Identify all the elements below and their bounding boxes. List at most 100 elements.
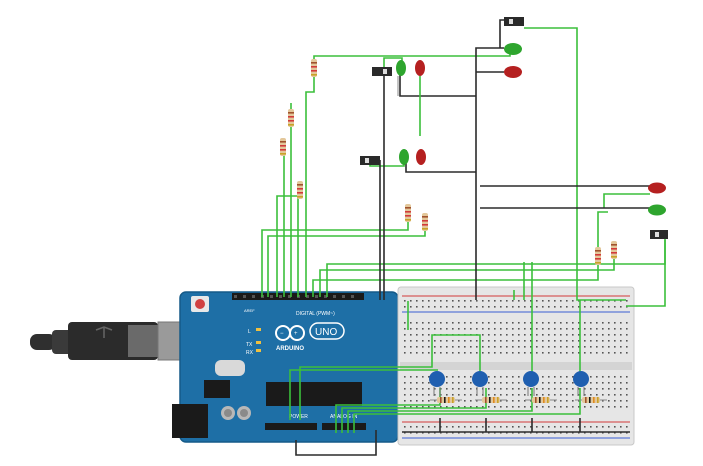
breadboard-hole [470, 400, 472, 402]
breadboard-hole [410, 328, 412, 330]
breadboard-hole [506, 352, 508, 354]
breadboard-hole [422, 322, 424, 324]
l-label: L [248, 329, 251, 335]
push-button-4[interactable] [650, 230, 668, 239]
breadboard-hole [470, 388, 472, 390]
breadboard-hole [614, 400, 616, 402]
breadboard-hole [530, 328, 532, 330]
breadboard-hole [602, 400, 604, 402]
resistor [288, 109, 294, 127]
breadboard-hole [626, 300, 628, 302]
breadboard-hole [566, 376, 568, 378]
breadboard-hole [548, 388, 550, 390]
breadboard-hole [446, 394, 448, 396]
black-wires [295, 19, 650, 456]
breadboard-hole [434, 340, 436, 342]
breadboard-hole [560, 426, 562, 428]
breadboard-hole [596, 306, 598, 308]
breadboard-hole [572, 306, 574, 308]
breadboard-hole [542, 376, 544, 378]
breadboard-hole [518, 394, 520, 396]
breadboard-hole [482, 300, 484, 302]
rx-label: RX [246, 350, 254, 356]
breadboard-hole [608, 406, 610, 408]
breadboard-hole [434, 388, 436, 390]
breadboard-hole [500, 340, 502, 342]
resistor [430, 397, 462, 403]
sensor-2 [472, 371, 488, 396]
breadboard-hole [560, 406, 562, 408]
breadboard-hole [596, 334, 598, 336]
breadboard-hole [554, 322, 556, 324]
breadboard-hole [554, 388, 556, 390]
breadboard-hole [596, 382, 598, 384]
breadboard-hole [452, 346, 454, 348]
power-jack [172, 404, 208, 438]
breadboard-hole [410, 400, 412, 402]
breadboard-hole [608, 426, 610, 428]
push-button-2[interactable] [372, 67, 392, 76]
breadboard-hole [446, 322, 448, 324]
red-led [504, 66, 522, 78]
breadboard-hole [560, 388, 562, 390]
breadboard-hole [440, 406, 442, 408]
push-button-1[interactable] [504, 17, 524, 26]
breadboard-hole [500, 334, 502, 336]
breadboard-hole [464, 306, 466, 308]
breadboard-hole [404, 376, 406, 378]
breadboard-hole [488, 426, 490, 428]
push-button-3[interactable] [360, 156, 380, 165]
breadboard-hole [428, 406, 430, 408]
breadboard-hole [554, 352, 556, 354]
breadboard-hole [536, 388, 538, 390]
breadboard-hole [614, 406, 616, 408]
breadboard-hole [416, 306, 418, 308]
breadboard-hole [626, 322, 628, 324]
breadboard-hole [488, 388, 490, 390]
resistor [595, 247, 601, 265]
breadboard-hole [548, 394, 550, 396]
breadboard-hole [488, 306, 490, 308]
breadboard-hole [500, 426, 502, 428]
breadboard-hole [404, 300, 406, 302]
breadboard-hole [446, 352, 448, 354]
breadboard-hole [488, 340, 490, 342]
breadboard-hole [422, 382, 424, 384]
breadboard-hole [470, 382, 472, 384]
breadboard-hole [566, 400, 568, 402]
breadboard-hole [512, 382, 514, 384]
breadboard-hole [626, 388, 628, 390]
breadboard-hole [410, 346, 412, 348]
breadboard-hole [482, 306, 484, 308]
breadboard-hole [578, 306, 580, 308]
breadboard-hole [590, 346, 592, 348]
breadboard-hole [446, 406, 448, 408]
breadboard-hole [416, 394, 418, 396]
breadboard-hole [494, 346, 496, 348]
breadboard-hole [620, 376, 622, 378]
breadboard-hole [452, 340, 454, 342]
breadboard-hole [602, 394, 604, 396]
breadboard-hole [416, 426, 418, 428]
breadboard-hole [500, 352, 502, 354]
breadboard-hole [512, 340, 514, 342]
breadboard-hole [476, 322, 478, 324]
breadboard-hole [620, 346, 622, 348]
breadboard-hole [584, 340, 586, 342]
breadboard-hole [572, 334, 574, 336]
breadboard-hole [512, 376, 514, 378]
breadboard-hole [602, 382, 604, 384]
breadboard-hole [494, 382, 496, 384]
breadboard-hole [578, 426, 580, 428]
breadboard-hole [500, 406, 502, 408]
breadboard-hole [470, 300, 472, 302]
breadboard-hole [416, 322, 418, 324]
breadboard-hole [524, 352, 526, 354]
breadboard-hole [512, 388, 514, 390]
breadboard-hole [428, 346, 430, 348]
breadboard-hole [626, 346, 628, 348]
breadboard-hole [584, 406, 586, 408]
breadboard-hole [572, 340, 574, 342]
breadboard-hole [470, 352, 472, 354]
breadboard-hole [524, 306, 526, 308]
